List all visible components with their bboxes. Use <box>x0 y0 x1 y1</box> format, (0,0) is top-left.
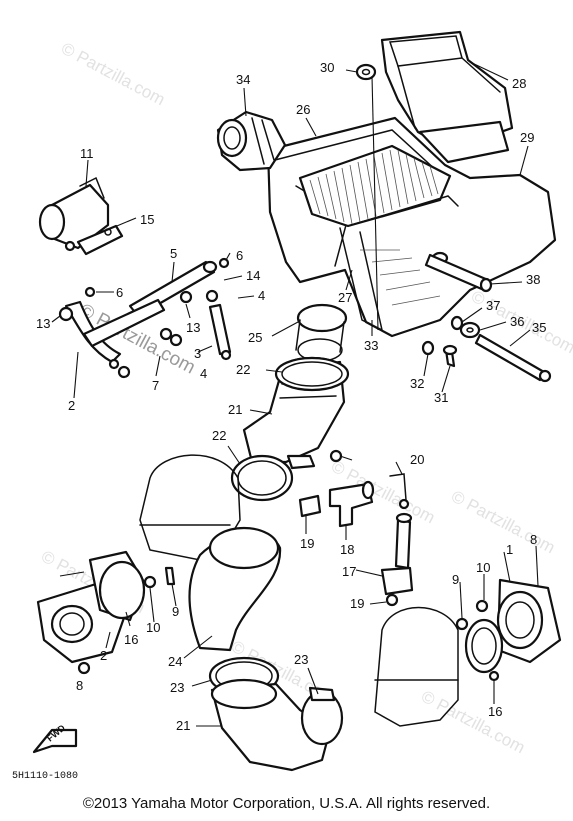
callout: 28 <box>512 76 526 91</box>
watermark: © Partzilla.com <box>418 687 528 758</box>
callout-numbers: 34 30 28 26 29 11 15 5 6 14 4 6 13 13 3 … <box>36 60 546 733</box>
rod-38 <box>424 253 493 293</box>
callout: 9 <box>452 572 459 587</box>
pipe-2 <box>58 298 166 364</box>
callout: 23 <box>170 680 184 695</box>
callout: 25 <box>248 330 262 345</box>
fwd-arrow: FWD <box>32 722 78 754</box>
callout: 8 <box>530 532 537 547</box>
bolt-35 <box>474 333 552 383</box>
callout: 16 <box>488 704 502 719</box>
callout: 4 <box>258 288 265 303</box>
callout: 4 <box>200 366 207 381</box>
callout: 37 <box>486 298 500 313</box>
callout: 38 <box>526 272 540 287</box>
callout: 5 <box>170 246 177 261</box>
callout: 21 <box>228 402 242 417</box>
callout: 17 <box>342 564 356 579</box>
callout: 19 <box>350 596 364 611</box>
screws-9-10-right <box>455 599 489 631</box>
clip-20 <box>389 473 410 510</box>
clamp-23-right <box>300 686 344 746</box>
callout: 22 <box>236 362 250 377</box>
manifold-left <box>36 550 146 675</box>
callout: 6 <box>116 285 123 300</box>
boot-34 <box>216 110 287 172</box>
callout: 21 <box>176 718 190 733</box>
callout: 9 <box>172 604 179 619</box>
leader-lines <box>51 61 539 727</box>
callout: 27 <box>338 290 352 305</box>
pipe-18 <box>328 449 375 528</box>
hose-3 <box>208 303 232 356</box>
callout: 14 <box>246 268 260 283</box>
cap-25 <box>295 303 348 362</box>
joint-24 <box>188 526 282 652</box>
callout: 16 <box>124 632 138 647</box>
joint-21-lower <box>210 678 332 772</box>
callout: 10 <box>146 620 160 635</box>
bracket-15 <box>76 224 124 256</box>
callout: 6 <box>236 248 243 263</box>
callout: 13 <box>186 320 200 335</box>
callout: 11 <box>80 146 94 161</box>
callout: 3 <box>194 346 201 361</box>
callout: 29 <box>520 130 534 145</box>
breather-hose-17 <box>380 512 414 607</box>
watermark: © Partzilla.com <box>448 487 558 558</box>
callout: 18 <box>340 542 354 557</box>
callout: 20 <box>410 452 424 467</box>
callout: 23 <box>294 652 308 667</box>
clamp-22-upper <box>274 356 350 392</box>
screws-9-10-left <box>143 566 176 589</box>
callout: 7 <box>152 378 159 393</box>
callout: 34 <box>236 72 250 87</box>
watermark: © Partzilla.com <box>58 39 168 110</box>
callout: 15 <box>140 212 154 227</box>
callout: 30 <box>320 60 334 75</box>
filter-pleats <box>309 149 439 225</box>
clip-19 <box>298 494 322 518</box>
callout: 22 <box>212 428 226 443</box>
carburetor-right-outline <box>374 606 459 727</box>
callout: 13 <box>36 316 50 331</box>
washer-36-37 <box>450 315 481 339</box>
callout: 35 <box>532 320 546 335</box>
separator-11 <box>38 176 110 252</box>
clamps-small <box>84 257 232 379</box>
callout: 19 <box>300 536 314 551</box>
callout: 32 <box>410 376 424 391</box>
callout: 8 <box>76 678 83 693</box>
callout: 1 <box>506 542 513 557</box>
callout: 33 <box>364 338 378 353</box>
callout: 36 <box>510 314 524 329</box>
callout: 31 <box>434 390 448 405</box>
callout: 2 <box>68 398 75 413</box>
callout: 2 <box>100 648 107 663</box>
callout: 26 <box>296 102 310 117</box>
copyright-notice: ©2013 Yamaha Motor Corporation, U.S.A. A… <box>82 795 491 812</box>
manifold-right <box>464 578 562 682</box>
clamp-22-lower <box>230 454 316 502</box>
callout: 10 <box>476 560 490 575</box>
diagram-code: 5H1110-1080 <box>12 771 78 782</box>
callout: 24 <box>168 654 182 669</box>
